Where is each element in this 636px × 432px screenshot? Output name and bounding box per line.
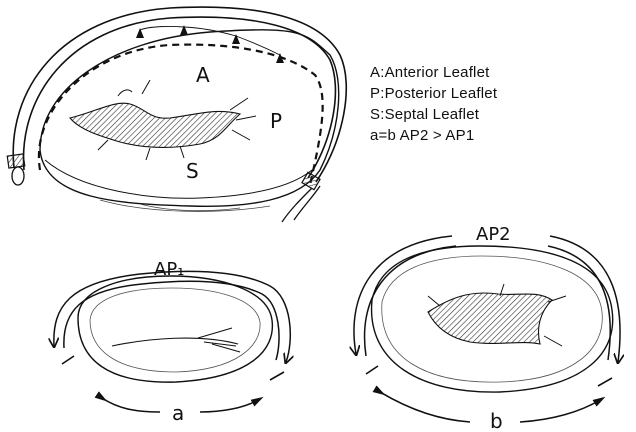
- ring-ap1-measure-left: [102, 398, 160, 412]
- legend-anterior: A:Anterior Leaflet: [370, 62, 497, 83]
- ring-ap1-end-marks: [62, 356, 284, 380]
- legend-septal: S:Septal Leaflet: [370, 104, 497, 125]
- ring-left-tie: [7, 154, 25, 168]
- ring-ap1-measure-label: a: [172, 401, 184, 425]
- ring-ap2-title: AP2: [476, 224, 511, 245]
- ring-ap1-orifice: [112, 328, 240, 352]
- ring-left-tip: [12, 167, 24, 185]
- ring-ap1-valve-outline: [78, 276, 272, 382]
- legend-relation: a=b AP2 > AP1: [370, 125, 497, 146]
- ring-ap2-orifice: [428, 293, 552, 344]
- valve-inner-outline: [45, 160, 312, 198]
- ring-ap1-band-inner: [64, 281, 279, 360]
- ring-ap2-measure-left: [380, 392, 470, 422]
- label-septal: S: [186, 159, 199, 183]
- legend: A:Anterior Leaflet P:Posterior Leaflet S…: [370, 62, 497, 146]
- ring-ap1-inner-outline: [90, 288, 260, 372]
- label-posterior: P: [270, 109, 282, 133]
- ring-ap1-band-outer: [54, 271, 290, 362]
- ring-ap1-title: AP₁: [154, 259, 184, 280]
- ring-ap2-measure-right: [520, 400, 600, 422]
- ring-ap2-measure-label: b: [490, 409, 503, 432]
- ring-ap2: AP2 b: [354, 224, 620, 432]
- label-anterior: A: [196, 63, 210, 87]
- ring-ap1: AP₁ a: [54, 259, 290, 425]
- ring-ap1-measure-right: [200, 400, 258, 412]
- ring-right-tail: [282, 186, 320, 222]
- legend-posterior: P:Posterior Leaflet: [370, 83, 497, 104]
- top-valve: A P S: [7, 7, 346, 222]
- valve-orifice: [70, 103, 240, 147]
